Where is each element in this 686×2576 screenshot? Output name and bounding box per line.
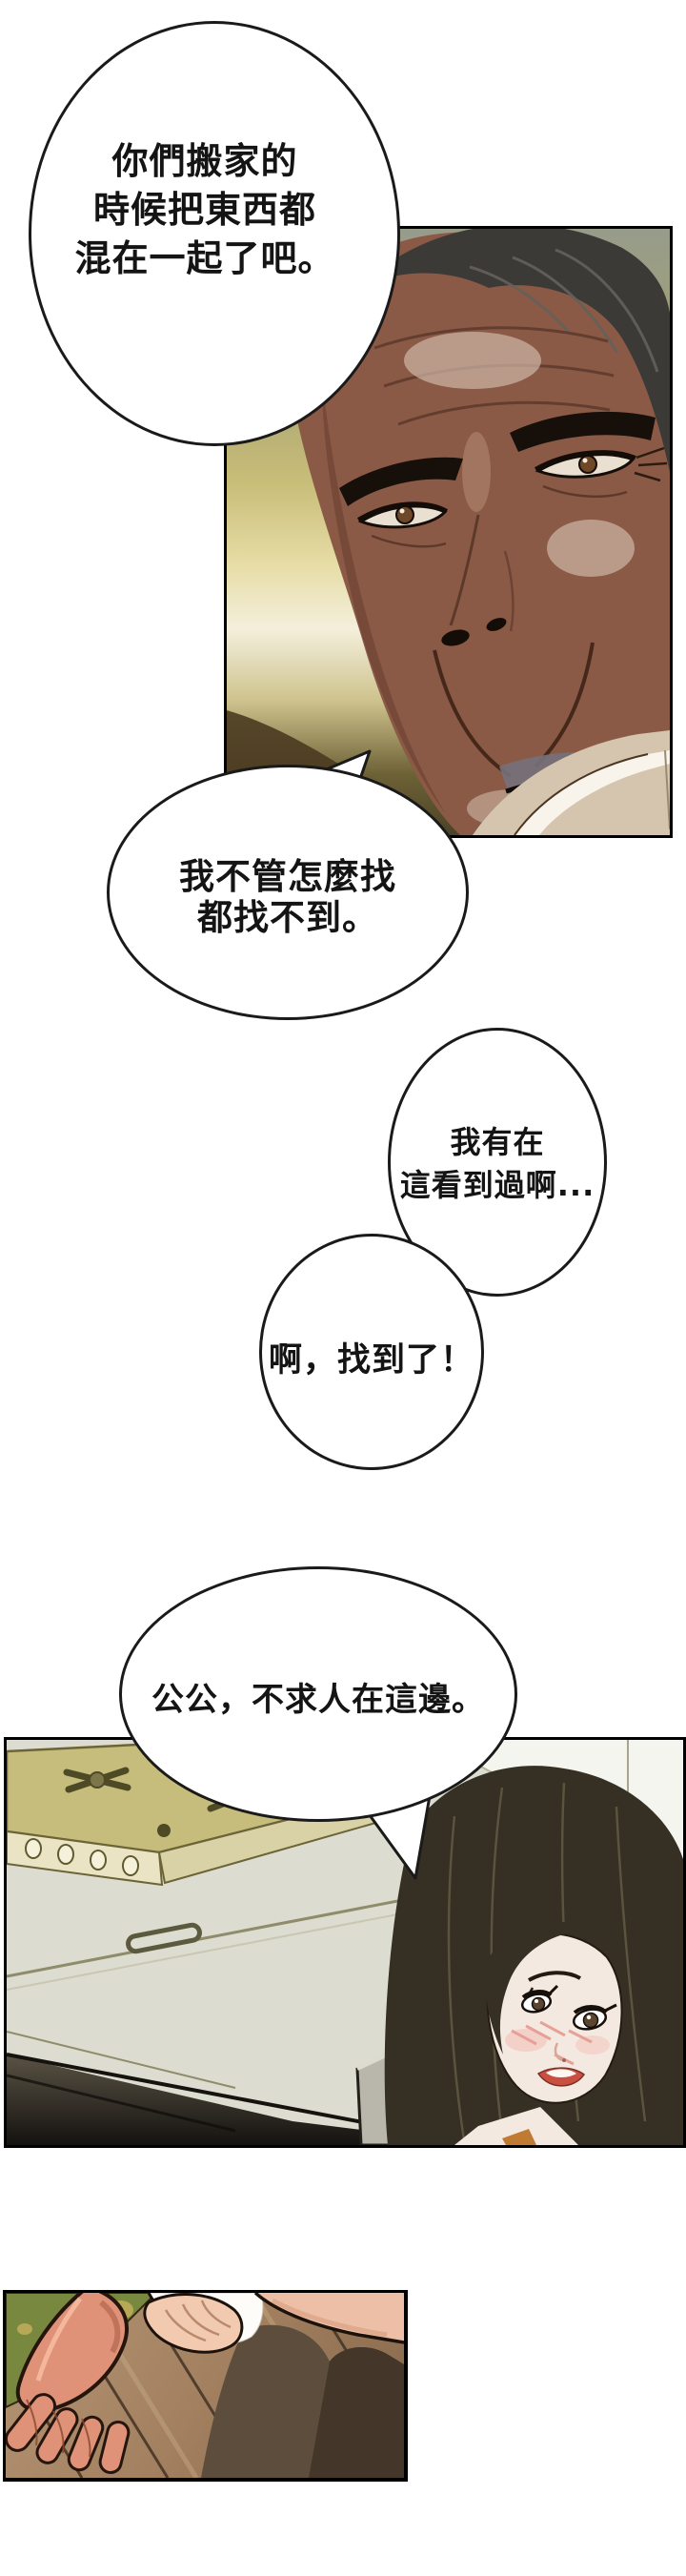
panel-backscratcher-hand (3, 2290, 408, 2482)
nose (441, 629, 470, 646)
holding-hand (143, 2293, 244, 2354)
speech-bubble-1 (29, 21, 400, 446)
woman (384, 1766, 683, 2145)
speech-bubble-1-text: 你們搬家的 時候把東西都 混在一起了吧。 (52, 137, 357, 283)
man-hair (355, 229, 670, 472)
backscratcher (6, 2293, 131, 2475)
scratcher-fingers (6, 2393, 131, 2475)
speech-bubble-3-text: 我有在 這看到過啊... (383, 1121, 612, 1207)
right-eyebrow (510, 411, 656, 452)
woman-face (486, 1932, 623, 2104)
bubble-text-line: 都找不到。 (197, 897, 378, 938)
dark-lower-drawers (7, 2055, 483, 2145)
speech-bubble-2-text: 我不管怎麼找 都找不到。 (116, 856, 459, 938)
speech-bubble-2 (107, 765, 469, 1020)
left-eyebrow (339, 457, 463, 506)
man-shoulder (473, 730, 670, 835)
woman-eyebrow (528, 1971, 581, 1982)
bubble-text-line: 時候把東西都 (92, 189, 316, 231)
bubble-text-line: 啊，找到了！ (268, 1341, 474, 1380)
wall-corner (431, 1740, 683, 1881)
bubble-text-line: 混在一起了吧。 (74, 237, 335, 279)
bubble-text-line: 這看到過啊... (399, 1167, 595, 1203)
bubble-text-line: 公公，不求人在這邊。 (151, 1681, 485, 1719)
speech-bubble-5 (119, 1566, 517, 1822)
bubble-text-line: 你們搬家的 (111, 140, 298, 182)
bubble-text-line: 我不管怎麼找 (179, 856, 396, 897)
speech-bubble-5-text: 公公，不求人在這邊。 (110, 1683, 527, 1717)
speech-bubble-4-text: 啊，找到了！ (250, 1343, 494, 1378)
backscratcher-artwork (6, 2293, 404, 2478)
bubble-text-line: 我有在 (450, 1124, 545, 1160)
speech-bubble-4 (259, 1234, 484, 1470)
